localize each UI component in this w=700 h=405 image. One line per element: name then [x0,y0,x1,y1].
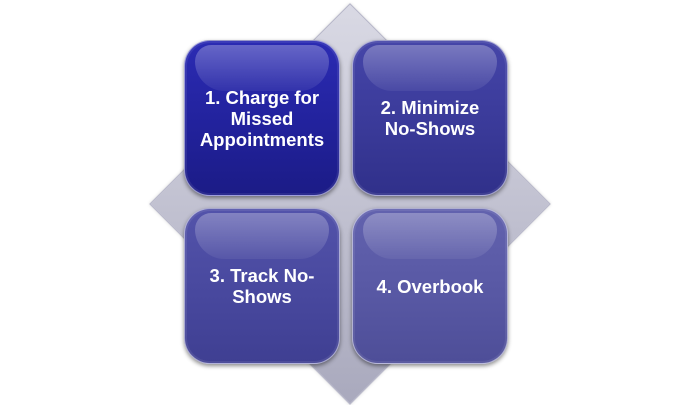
tile-charge-for-missed-appointments[interactable]: 1. Charge for Missed Appointments [184,40,340,196]
tile-label: 4. Overbook [376,275,484,297]
tile-label: 3. Track No-Shows [209,265,315,307]
tile-overbook[interactable]: 4. Overbook [352,208,508,364]
tile-label: 2. Minimize No-Shows [380,97,480,139]
tile-label: 1. Charge for Missed Appointments [199,86,325,150]
tile-minimize-no-shows[interactable]: 2. Minimize No-Shows [352,40,508,196]
tile-track-no-shows[interactable]: 3. Track No-Shows [184,208,340,364]
